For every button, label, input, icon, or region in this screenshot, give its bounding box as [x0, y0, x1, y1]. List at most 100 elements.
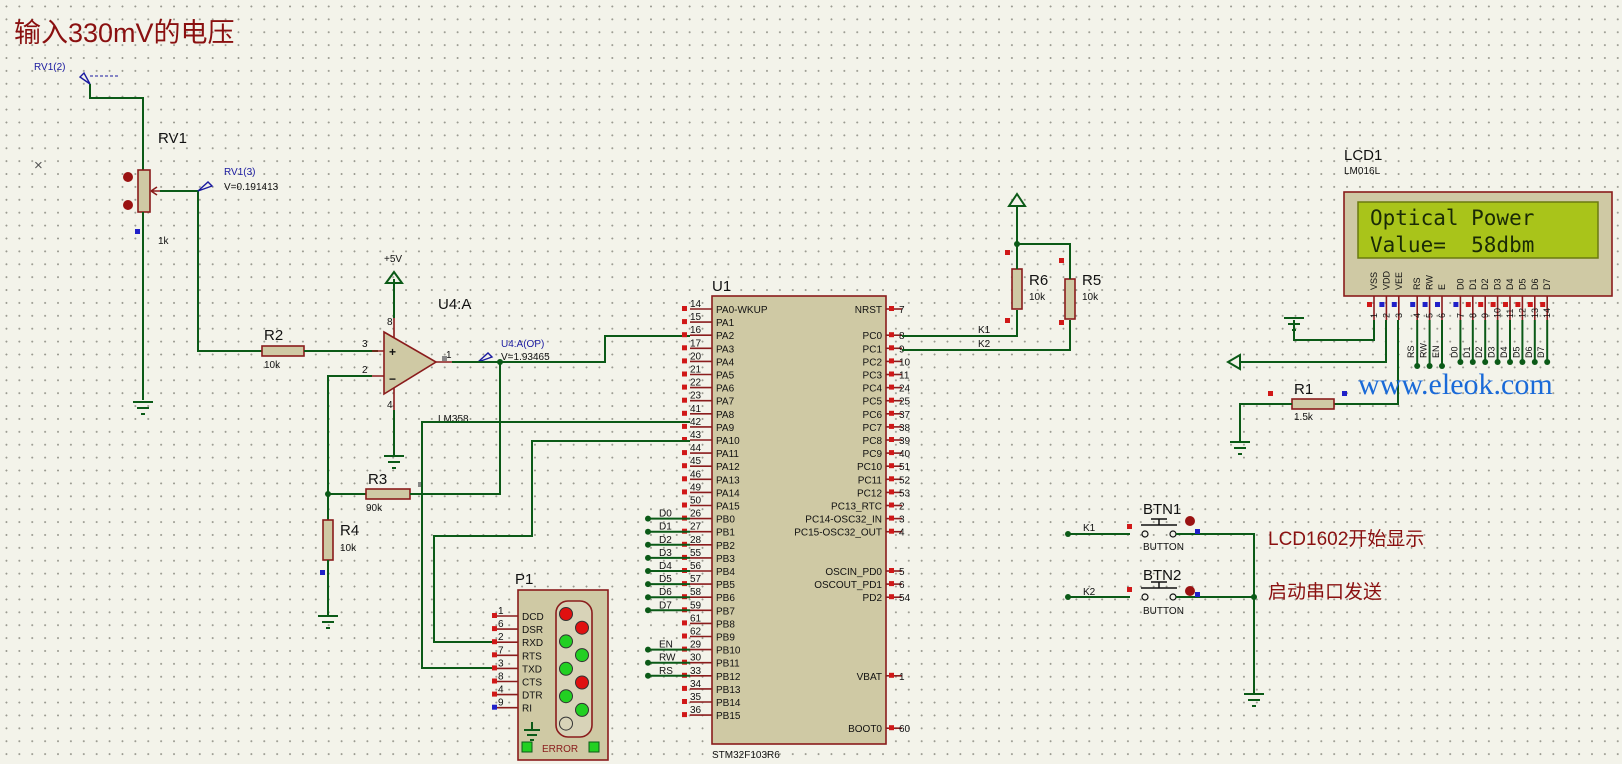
button-btn1[interactable]: K1 BTN1 BUTTON — [1065, 501, 1255, 694]
r3-value: 90k — [366, 503, 383, 514]
mcu-pin-number: 40 — [899, 449, 911, 460]
svg-text:+: + — [389, 345, 396, 359]
mcu-pin-name: PB12 — [716, 672, 741, 683]
btn2-ref: BTN2 — [1143, 567, 1181, 584]
mcu-pin-name: PB4 — [716, 567, 735, 578]
mcu-pin-name: PA2 — [716, 331, 735, 342]
mcu-u1[interactable]: U1 STM32F103R6 14PA0-WKUP15PA116PA217PA3… — [682, 278, 911, 761]
mcu-pin-name: PA7 — [716, 397, 735, 408]
mcu-pin-name: PB3 — [716, 554, 735, 565]
resistor-r2[interactable]: R2 10k — [261, 327, 378, 371]
mcu-pin-name: PA6 — [716, 384, 735, 395]
mcu-pin-name: PD2 — [863, 593, 883, 604]
p1-led-indicator — [559, 607, 573, 621]
lcd-pin-name: D0 — [1455, 278, 1465, 290]
lcd-pin-number: 2 — [1381, 313, 1391, 318]
lcd-bus-label: D3 — [1487, 346, 1497, 358]
btn1-net: K1 — [1083, 523, 1096, 534]
lcd-bus-label: RS — [1406, 345, 1416, 358]
lcd-pin-number: 10 — [1493, 308, 1503, 318]
mcu-pin-number: 27 — [690, 522, 702, 533]
mcu-pin-name: PA12 — [716, 462, 740, 473]
resistor-r3[interactable]: R3 90k — [365, 471, 423, 514]
p1-pin-name: CTS — [522, 678, 542, 689]
mcu-pin-name: PC2 — [863, 357, 883, 368]
p1-pin-name: RTS — [522, 651, 542, 662]
p1-leds — [559, 607, 589, 731]
mcu-pin-name: PC9 — [863, 449, 883, 460]
p1-pin-name: RI — [522, 704, 532, 715]
r6-ref: R6 — [1029, 272, 1048, 289]
mcu-pin-number: 2 — [899, 502, 905, 513]
mcu-pin-name: PA1 — [716, 318, 735, 329]
r1-ref: R1 — [1294, 381, 1313, 398]
mcu-pin-number: 49 — [690, 482, 702, 493]
p1-pin-name: DSR — [522, 625, 543, 636]
p1-pin-number: 3 — [498, 658, 504, 669]
mcu-pin-name: PC4 — [863, 384, 883, 395]
mcu-pin-number: 46 — [690, 469, 702, 480]
opamp-probe-voltage: V=1.93465 — [501, 352, 550, 363]
mcu-pin-number: 44 — [690, 443, 702, 454]
lcd-pin-name: D6 — [1530, 278, 1540, 290]
button-btn2[interactable]: K2 BTN2 BUTTON — [1065, 567, 1257, 617]
mcu-pin-name: PB15 — [716, 711, 741, 722]
mcu-pin-name: PC5 — [863, 397, 883, 408]
resistor-r4[interactable]: R4 10k — [318, 519, 359, 629]
mcu-pin-name: PC14-OSC32_IN — [805, 515, 882, 526]
bus-label: D5 — [659, 574, 672, 585]
mcu-pin-number: 14 — [690, 299, 702, 310]
mcu-pin-number: 51 — [899, 462, 911, 473]
mcu-right-pins: 7NRST8PC09PC110PC211PC324PC425PC537PC638… — [794, 305, 910, 735]
mcu-pin-name: PB9 — [716, 633, 735, 644]
r2-ref: R2 — [264, 327, 283, 344]
mcu-pin-number: 16 — [690, 325, 702, 336]
mcu-pin-name: PC8 — [863, 436, 883, 447]
mcu-pin-number: 28 — [690, 535, 702, 546]
r1-value: 1.5k — [1294, 412, 1314, 423]
mcu-pin-number: 38 — [899, 423, 911, 434]
lcd-pin-name: D3 — [1493, 278, 1503, 290]
lcd-pin-name: D7 — [1542, 278, 1552, 290]
mcu-pin-number: 61 — [690, 613, 702, 624]
power-arrow-icon — [1007, 192, 1027, 207]
lcd-bus-label: D2 — [1474, 346, 1484, 358]
mcu-pin-name: PC13_RTC — [831, 502, 882, 513]
mcu-pin-number: 35 — [690, 692, 702, 703]
lcd-bus-label: D1 — [1462, 346, 1472, 358]
lcd-pin-number: 8 — [1468, 313, 1478, 318]
mcu-pin-name: PC6 — [863, 410, 883, 421]
mcu-pin-number: 56 — [690, 561, 702, 572]
mcu-pin-name: OSCIN_PD0 — [825, 567, 882, 578]
mcu-pin-number: 58 — [690, 587, 702, 598]
lcd-bus-label: D4 — [1499, 346, 1509, 358]
btn1-ref: BTN1 — [1143, 501, 1181, 518]
mcu-pin-number: 17 — [690, 338, 702, 349]
resistor-r1[interactable]: R1 1.5k — [1230, 381, 1347, 455]
mcu-pin-number: 6 — [899, 580, 905, 591]
mcu-pin-name: PB10 — [716, 646, 741, 657]
lcd1[interactable]: Optical Power Value= 58dbm LCD1 LM016L V… — [1343, 147, 1613, 369]
rv1-body — [137, 169, 151, 213]
rv1-ref: RV1 — [158, 130, 187, 147]
rv1-mid-probe: RV1(3) — [224, 167, 256, 178]
mcu-pin-name: PC7 — [863, 423, 883, 434]
lcd-pin-number: 13 — [1530, 308, 1540, 318]
opamp-u4a[interactable]: + − 3 2 1 8 4 +5V U4:A LM358 U4:A(OP) V=… — [362, 254, 550, 469]
mcu-pin-number: 55 — [690, 548, 702, 559]
resistor-r6[interactable]: R6 10k — [1005, 244, 1048, 323]
rv1[interactable]: RV1 1k RV1(2) RV1(3) V=0.191413 — [34, 62, 279, 415]
mcu-pin-number: 22 — [690, 378, 702, 389]
mcu-pin-name: OSCOUT_PD1 — [814, 580, 882, 591]
opamp-pin1: 1 — [446, 350, 452, 361]
resistor-r5[interactable]: R5 10k — [1017, 243, 1101, 325]
r5-ref: R5 — [1082, 272, 1101, 289]
p1-pin-name: RXD — [522, 638, 543, 649]
mcu-pin-number: 50 — [690, 496, 702, 507]
lcd-pin-name: RS — [1412, 277, 1422, 290]
net-k1: K1 — [978, 325, 991, 336]
lcd-pin-name: E — [1437, 284, 1447, 290]
